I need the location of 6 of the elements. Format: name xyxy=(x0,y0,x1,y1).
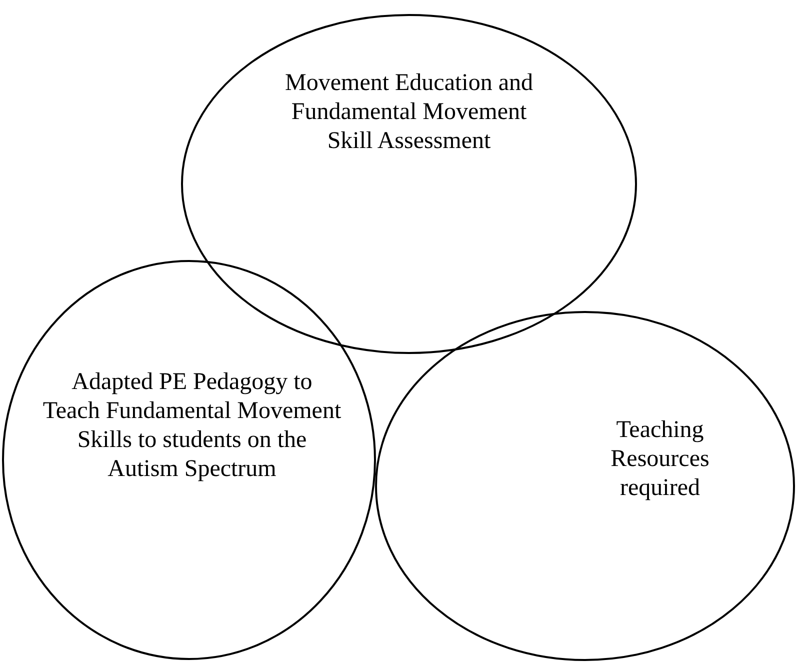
venn-circle xyxy=(375,311,795,661)
venn-circle xyxy=(2,260,376,660)
venn-circle xyxy=(181,14,637,354)
circle-label: Movement Education and Fundamental Movement Skill Assessment xyxy=(284,69,534,156)
circle-label: Adapted PE Pedagogy to Teach Fundamental Movement Skills to students on the Autism Spectrum xyxy=(42,368,342,484)
circle-label: Teaching Resources required xyxy=(610,416,710,503)
